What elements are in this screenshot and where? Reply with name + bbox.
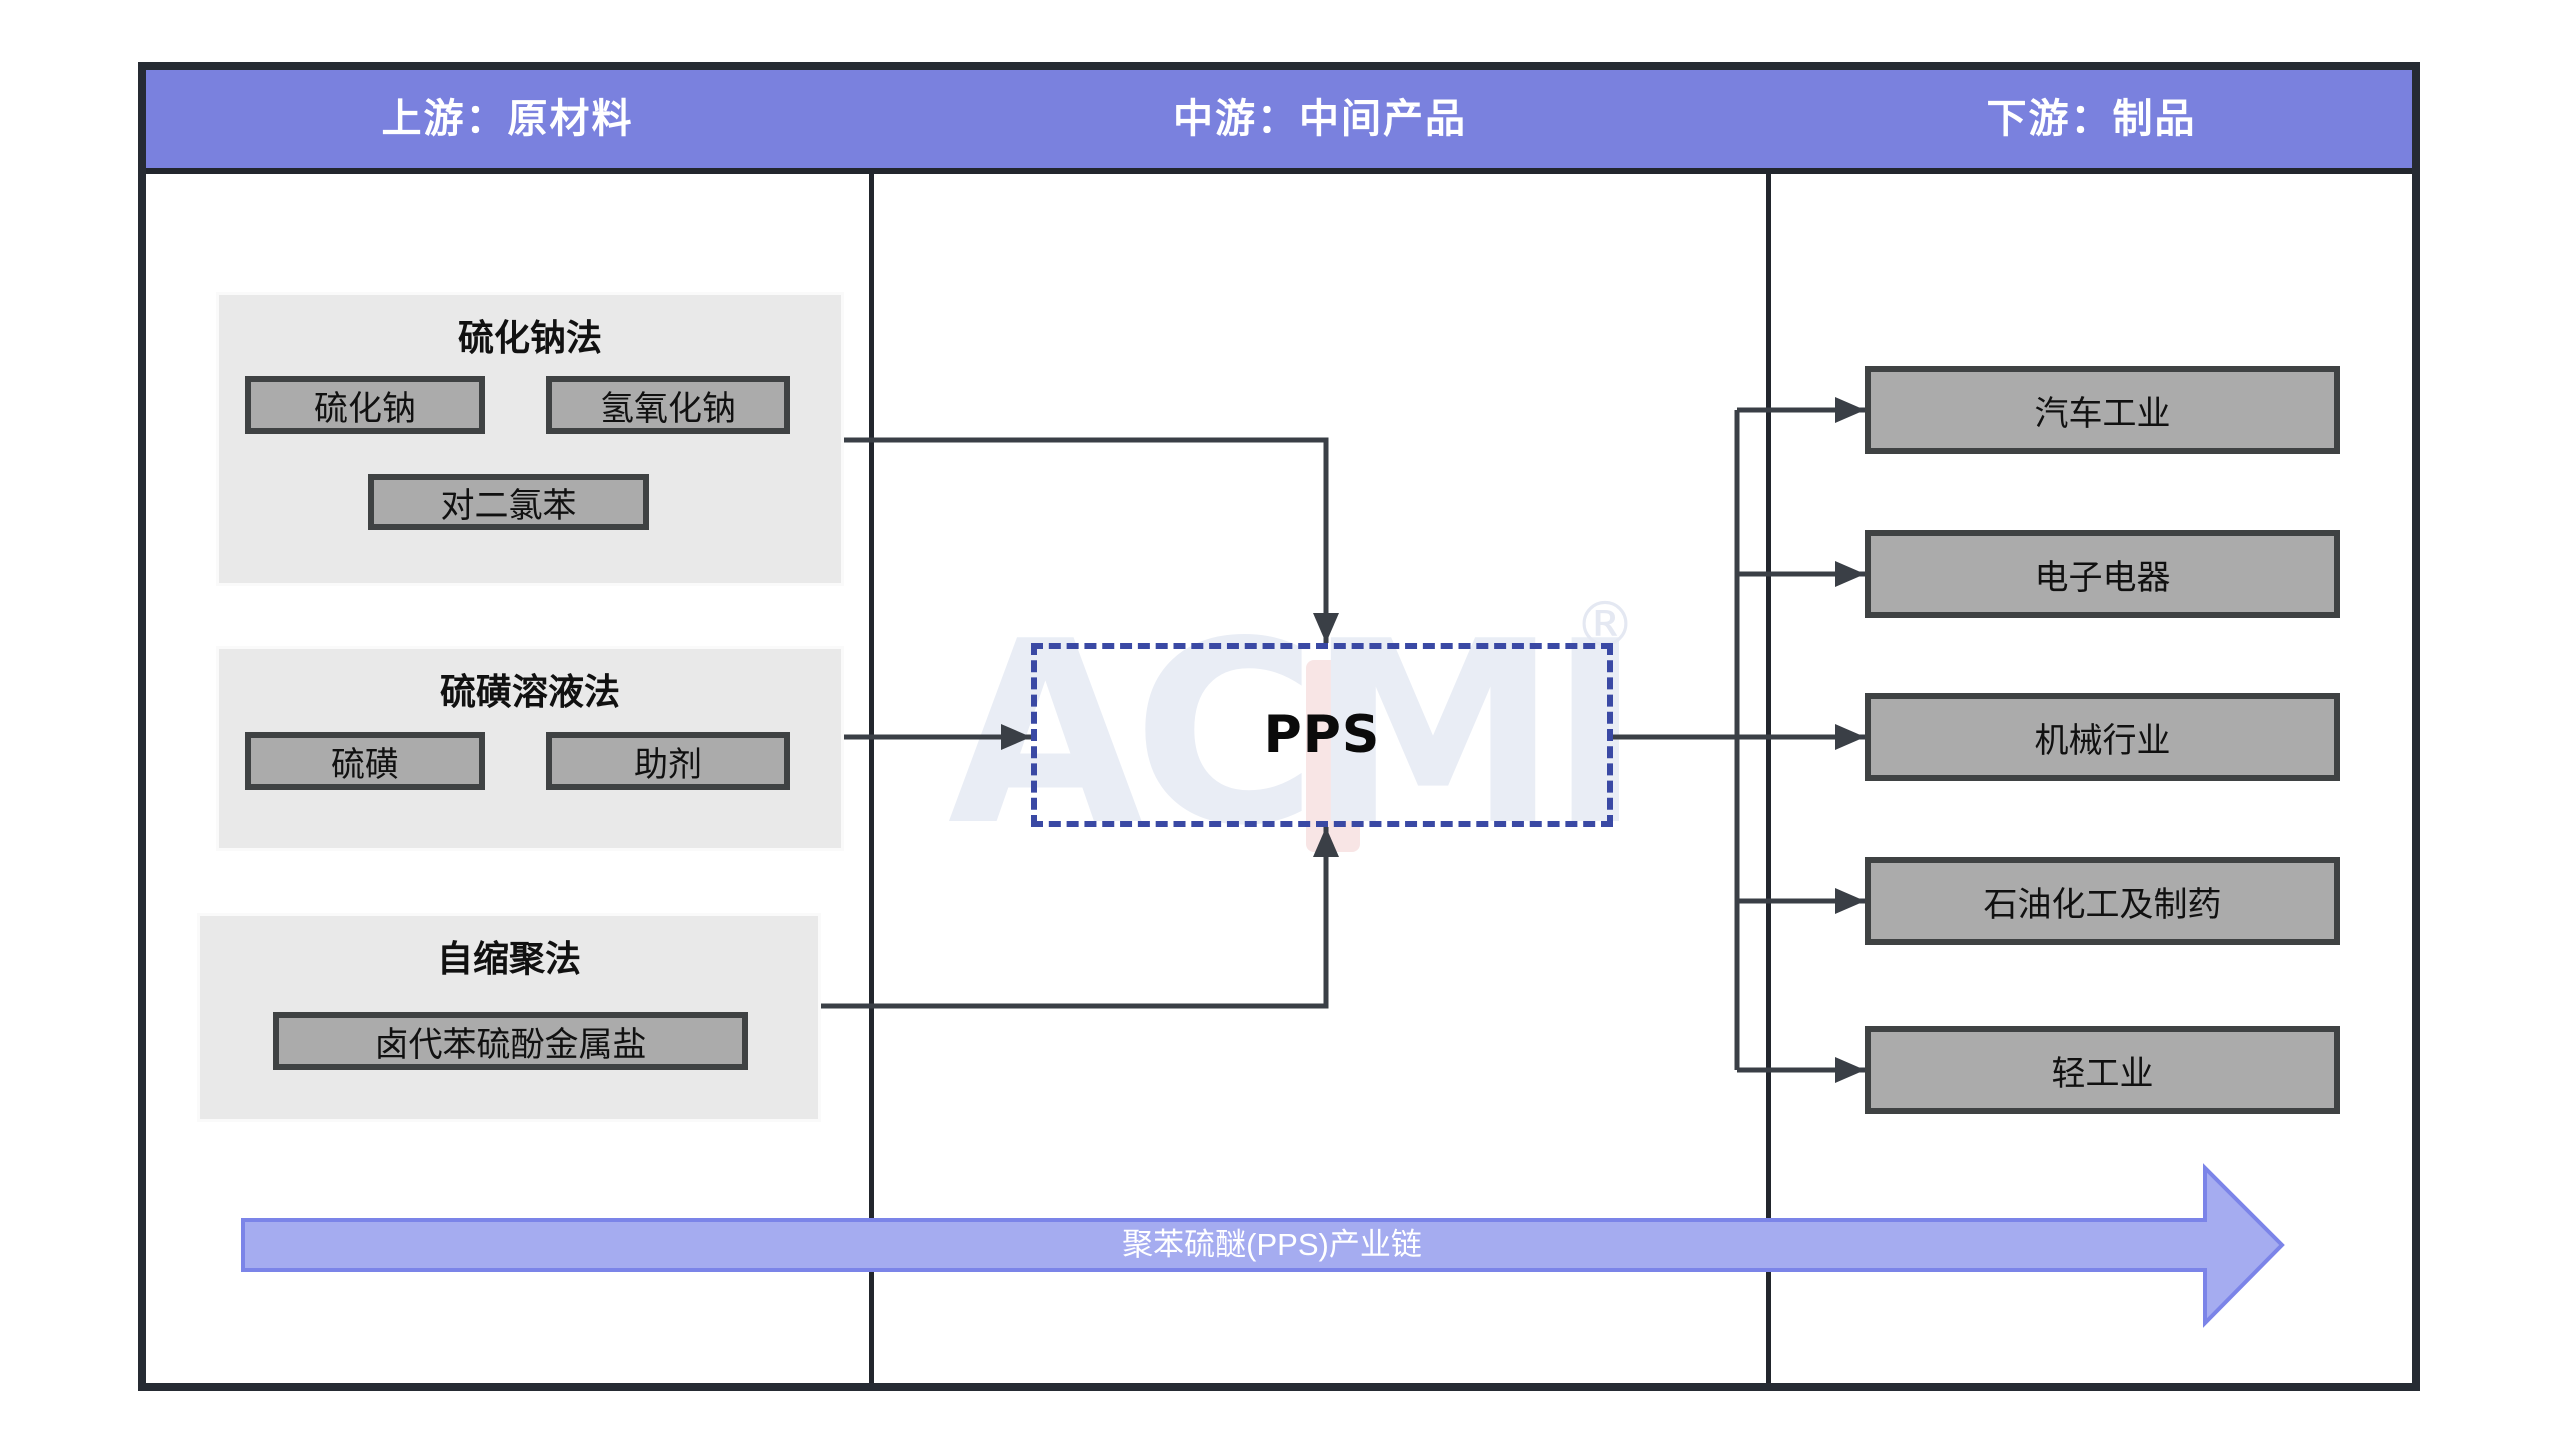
header-band: 上游：原材料 中游：中间产品 下游：制品 — [146, 70, 2412, 174]
material-node: 对二氯苯 — [368, 474, 649, 530]
downstream-node-automotive: 汽车工业 — [1865, 366, 2340, 454]
process-group-sulfur-solution: 硫磺溶液法 硫磺 助剂 — [216, 646, 844, 851]
header-midstream: 中游：中间产品 — [1173, 96, 1467, 141]
column-divider-1 — [869, 70, 874, 1383]
watermark-accent-bar — [1306, 660, 1360, 852]
downstream-node-electronics: 电子电器 — [1865, 530, 2340, 618]
material-node: 硫化钠 — [245, 376, 485, 434]
pps-label: PPS — [1263, 705, 1381, 765]
process-group-sodium-sulfide: 硫化钠法 硫化钠 氢氧化钠 对二氯苯 — [216, 292, 844, 586]
industry-chain-arrow-banner — [241, 1163, 2285, 1328]
process-group-self-condensation: 自缩聚法 卤代苯硫酚金属盐 — [197, 913, 821, 1122]
material-node: 氢氧化钠 — [546, 376, 790, 434]
connector-arrows — [818, 397, 1865, 1083]
column-divider-2 — [1766, 70, 1771, 1383]
material-node: 硫磺 — [245, 732, 485, 790]
downstream-node-light-industry: 轻工业 — [1865, 1026, 2340, 1114]
pps-product-node: PPS — [1031, 643, 1613, 827]
material-node: 卤代苯硫酚金属盐 — [273, 1012, 748, 1070]
group-title: 自缩聚法 — [436, 939, 581, 979]
group-title: 硫化钠法 — [457, 318, 602, 358]
material-node: 助剂 — [546, 732, 790, 790]
downstream-node-petrochemical-pharma: 石油化工及制药 — [1865, 857, 2340, 945]
header-downstream: 下游：制品 — [1986, 96, 2197, 141]
downstream-node-machinery: 机械行业 — [1865, 693, 2340, 781]
header-upstream: 上游：原材料 — [381, 96, 634, 141]
group-title: 硫磺溶液法 — [439, 672, 620, 712]
diagram-frame: 上游：原材料 中游：中间产品 下游：制品 ACMI ® — [138, 62, 2420, 1391]
industry-chain-label: 聚苯硫醚(PPS)产业链 — [1122, 1227, 1422, 1262]
